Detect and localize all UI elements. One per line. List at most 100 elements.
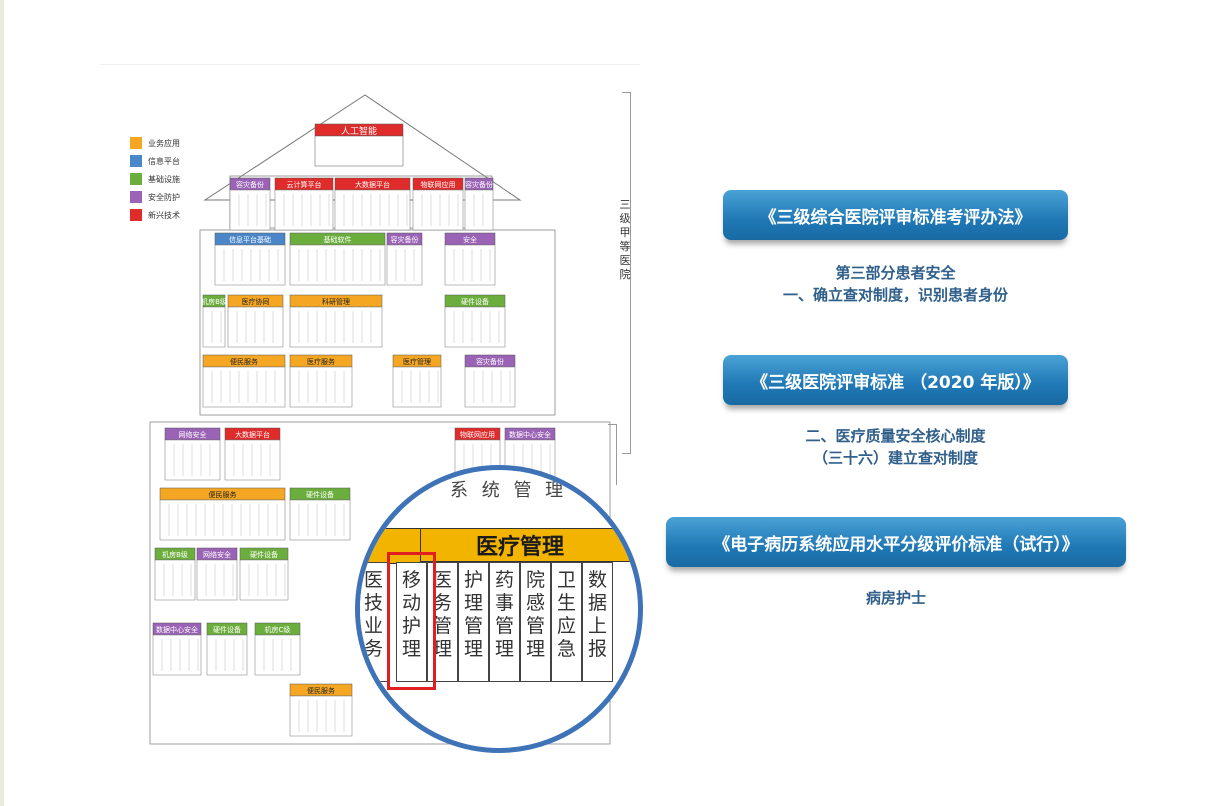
diagram-block-label: 科研管理	[322, 297, 350, 306]
magnifier-column: 药事管理	[489, 562, 520, 682]
legend-item: 新兴技术	[130, 206, 230, 224]
magnifier-column: 医务管理	[427, 562, 458, 682]
diagram-block-label: 数据中心安全	[156, 625, 198, 634]
diagram-block-body	[289, 244, 386, 286]
diagram-block-label: 信息平台基础	[229, 235, 271, 244]
legend-label: 信息平台	[148, 156, 180, 166]
diagram-block-label: 医疗管理	[403, 357, 431, 366]
magnifier-left-col-label: 医技业务	[363, 569, 383, 660]
diagram-block-body	[289, 499, 351, 541]
diagram-block-body	[224, 439, 281, 481]
highlight-box	[387, 552, 436, 690]
diagram-block-body	[254, 634, 301, 676]
banner-3-text: 《电子病历系统应用水平分级评价标准（试行）》	[713, 534, 1079, 555]
bracket-line	[622, 92, 631, 454]
caption-1-line-1: 第三部分患者安全	[835, 264, 956, 282]
caption-1-line-2: 一、确立查对制度，识别患者身份	[782, 286, 1008, 304]
divider-line	[100, 64, 640, 65]
diagram-block-label: 网络安全	[203, 550, 231, 559]
banner-1: 《三级综合医院评审标准考评办法》	[723, 190, 1068, 240]
vertical-title: 三级甲等医院	[619, 198, 631, 281]
magnifier-column-label: 药事管理	[494, 569, 514, 660]
diagram-block-label: 容灾备份	[465, 180, 493, 189]
caption-1: 第三部分患者安全 一、确立查对制度，识别患者身份	[723, 262, 1068, 306]
diagram-block-body	[334, 189, 411, 231]
diagram-block-body	[289, 366, 353, 408]
diagram-block-body	[239, 559, 289, 601]
diagram-block-body	[214, 244, 286, 286]
banner-2: 《三级医院评审标准 （2020 年版）》	[723, 355, 1068, 405]
diagram-block-label: 大数据平台	[235, 430, 270, 439]
diagram-block-body	[229, 189, 271, 231]
diagram-block-label: 安全	[463, 235, 477, 244]
diagram-block-label: 云计算平台	[287, 180, 322, 189]
diagram-block-label: 机房C级	[265, 625, 291, 634]
legend-item: 信息平台	[130, 152, 230, 170]
caption-3-text: 病房护士	[865, 589, 926, 607]
magnifier-zoom: 系 统 管 理 医疗管理 医技业务 移动护理医务管理护理管理药事管理院感管理卫生…	[355, 465, 643, 753]
diagram-block-body	[196, 559, 238, 601]
diagram-block-body	[444, 244, 496, 286]
diagram-block-label: 硬件设备	[461, 297, 489, 306]
diagram-block-body	[202, 366, 286, 408]
diagram-block-label: 硬件设备	[306, 490, 334, 499]
diagram-block-label: 物联网应用	[460, 430, 495, 439]
magnifier-column: 卫生应急	[551, 562, 582, 682]
caption-2-line-2: （三十六）建立查对制度	[812, 449, 978, 467]
diagram-block-label: 物联网应用	[421, 180, 456, 189]
magnifier-column: 移动护理	[396, 562, 427, 682]
diagram-block-body	[386, 244, 423, 286]
diagram-block-body	[289, 695, 353, 737]
diagram-legend: 业务应用信息平台基础设施安全防护新兴技术	[130, 134, 230, 224]
magnifier-column-label: 移动护理	[401, 569, 421, 660]
magnifier-column-label: 数据上报	[587, 569, 607, 660]
legend-item: 业务应用	[130, 134, 230, 152]
diagram-block-body	[464, 366, 516, 408]
magnifier-top-text: 系 统 管 理	[450, 480, 568, 501]
diagram-block-body	[159, 499, 286, 541]
caption-3: 病房护士	[666, 587, 1126, 609]
legend-label: 安全防护	[148, 192, 180, 202]
diagram-block-label: 机房B级	[162, 550, 188, 559]
diagram-block-body	[227, 306, 284, 348]
legend-swatch	[130, 209, 142, 221]
diagram-block-body	[152, 634, 202, 676]
diagram-block-body	[392, 366, 442, 408]
legend-swatch	[130, 191, 142, 203]
roof-title: 人工智能	[341, 125, 377, 137]
diagram-block-body	[154, 559, 196, 601]
diagram-block-label: 便民服务	[230, 357, 258, 366]
page-left-rule	[0, 0, 4, 806]
diagram-block-label: 网络安全	[179, 430, 207, 439]
banner-3: 《电子病历系统应用水平分级评价标准（试行）》	[666, 517, 1126, 567]
legend-swatch	[130, 137, 142, 149]
diagram-block-label: 便民服务	[307, 686, 335, 695]
magnifier-column: 数据上报	[582, 562, 613, 682]
diagram-block-label: 便民服务	[209, 490, 237, 499]
magnifier-column: 护理管理	[458, 562, 489, 682]
diagram-block-label: 容灾备份	[476, 357, 504, 366]
diagram-block-label: 硬件设备	[250, 550, 278, 559]
banner-2-text: 《三级医院评审标准 （2020 年版）》	[751, 372, 1040, 393]
diagram-block-label: 医疗服务	[307, 357, 335, 366]
legend-swatch	[130, 155, 142, 167]
legend-label: 业务应用	[148, 138, 180, 148]
diagram-block-label: 数据中心安全	[509, 430, 551, 439]
diagram-block-label: 医疗协同	[242, 297, 270, 306]
legend-swatch	[130, 173, 142, 185]
diagram-block-body	[164, 439, 221, 481]
magnifier-column-label: 卫生应急	[556, 569, 576, 660]
caption-2-line-1: 二、医疗质量安全核心制度	[805, 427, 986, 445]
caption-2: 二、医疗质量安全核心制度 （三十六）建立查对制度	[723, 425, 1068, 469]
diagram-block-label: 机房B级	[201, 297, 227, 306]
diagram-block-body	[206, 634, 248, 676]
bracket-line-lower	[608, 424, 617, 485]
diagram-block-label: 容灾备份	[391, 235, 419, 244]
diagram-block-label: 容灾备份	[236, 180, 264, 189]
magnifier-column-label: 护理管理	[463, 569, 483, 660]
banner-1-text: 《三级综合医院评审标准考评办法》	[759, 207, 1032, 228]
legend-item: 安全防护	[130, 188, 230, 206]
diagram-block-label: 基础软件	[324, 235, 352, 244]
legend-item: 基础设施	[130, 170, 230, 188]
diagram-block-body	[289, 306, 383, 348]
